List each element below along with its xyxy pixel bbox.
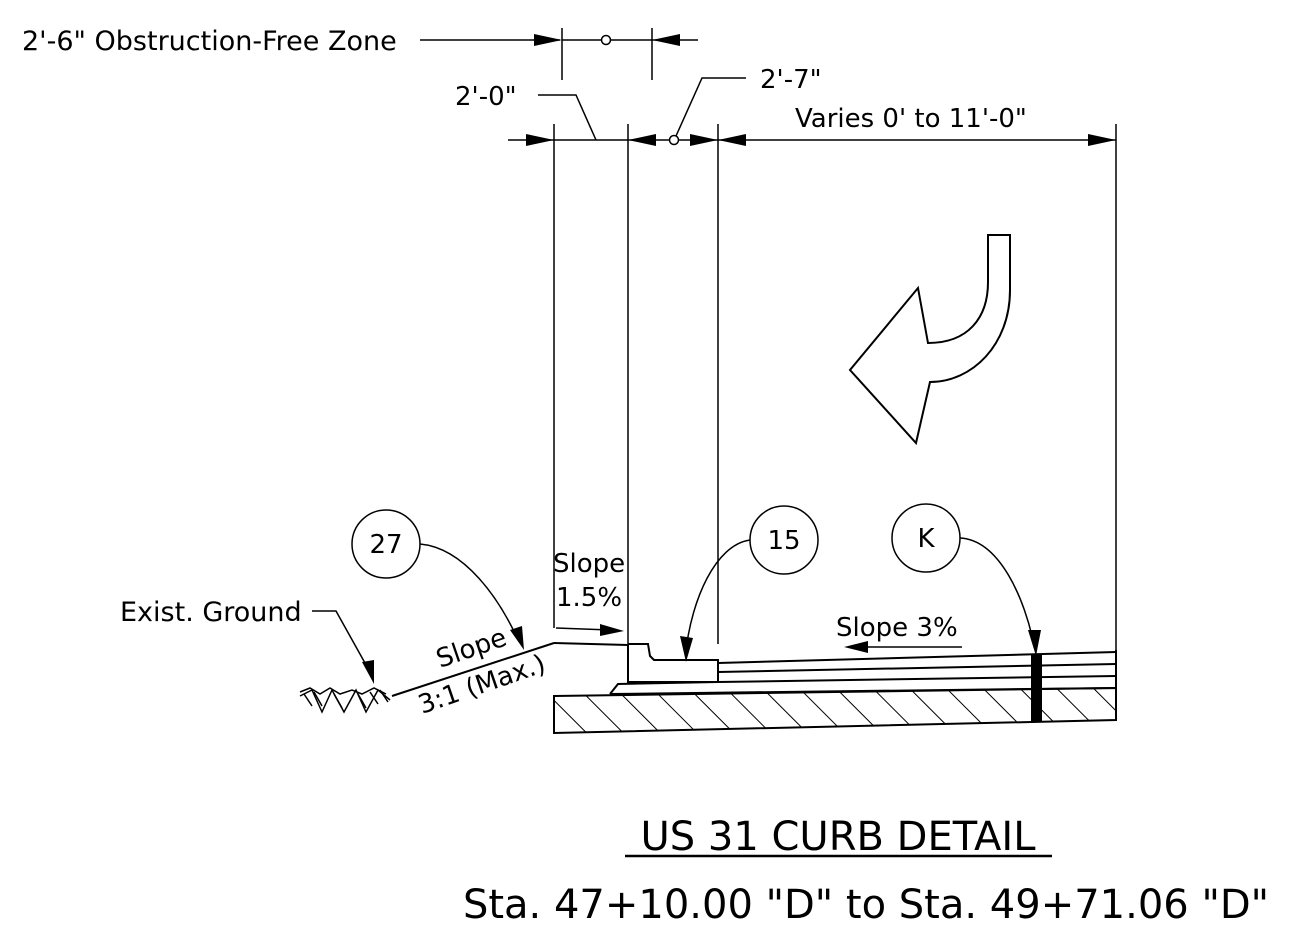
slope-3pct-note: Slope 3%	[836, 613, 962, 653]
curb-section-profile	[391, 642, 1117, 735]
slope-3pct-label: Slope 3%	[836, 613, 958, 643]
offset-dimensions: 2'-0" 2'-7" Varies 0' to 11'-0"	[455, 65, 1117, 650]
title-stations: Sta. 47+10.00 "D" to Sta. 49+71.06 "D"	[463, 882, 1269, 928]
callout-k: K	[891, 503, 1041, 656]
exist-ground-note: Exist. Ground	[120, 597, 374, 684]
svg-text:27: 27	[369, 530, 402, 560]
slope-1-5-arrow	[555, 624, 624, 636]
title-main: US 31 CURB DETAIL	[641, 814, 1037, 860]
turn-arrow-icon	[848, 234, 1011, 446]
svg-text:K: K	[917, 524, 935, 554]
obstruction-free-zone-dimension: 2'-6" Obstruction-Free Zone	[22, 26, 698, 80]
detail-title: US 31 CURB DETAIL Sta. 47+10.00 "D" to S…	[463, 814, 1269, 928]
slope-1-5-label-a: Slope	[553, 549, 625, 579]
obstruction-free-zone-label: 2'-6" Obstruction-Free Zone	[22, 26, 397, 57]
slope-1-5-label-b: 1.5%	[556, 583, 622, 613]
dimension-varies-label: Varies 0' to 11'-0"	[795, 104, 1027, 134]
existing-ground-symbol	[299, 687, 391, 714]
dimension-2-0-label: 2'-0"	[455, 82, 517, 112]
callout-15: 15	[680, 505, 819, 662]
svg-text:15: 15	[767, 526, 800, 556]
dimension-2-7-label: 2'-7"	[760, 65, 822, 95]
callout-27: 27	[351, 509, 524, 650]
exist-ground-label: Exist. Ground	[120, 597, 302, 628]
